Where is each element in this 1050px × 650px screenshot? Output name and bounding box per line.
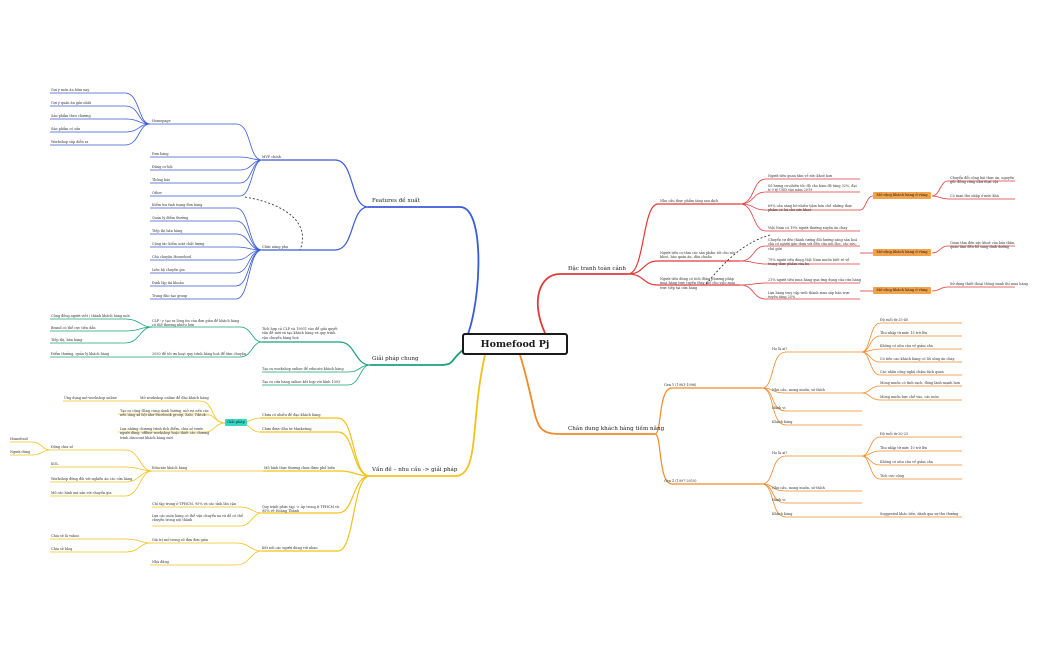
gen-y-item[interactable]: Độ tuổi từ 25-40 xyxy=(880,318,909,322)
price-item[interactable]: Chia sẻ là vahoo xyxy=(51,534,80,538)
homepage-item[interactable]: Workshop sắp diễn ra xyxy=(51,140,89,144)
brand-left[interactable]: Người dùng xyxy=(10,450,31,454)
gen-z-need[interactable]: Nhu cầu, mong muốn, sở thích xyxy=(772,486,825,490)
tag-market-3[interactable]: Mở rộng khách hàng ở vùng xyxy=(873,287,931,294)
solution-store[interactable]: Tạo ra cửa hàng online kết hợp với hình … xyxy=(262,380,341,384)
gen-y-customer[interactable]: Khách hàng xyxy=(772,420,793,424)
kenh-item[interactable]: Lựa hàng truy cập web thành mua sắp bán … xyxy=(768,291,850,300)
extra-item[interactable]: Định lập tài khoản xyxy=(152,281,184,285)
gen-z-who[interactable]: Họ là ai? xyxy=(772,451,788,455)
extra-item[interactable]: Kiểm tra tình trạng đơn hàng xyxy=(152,203,203,207)
gp-item-2[interactable]: Lựa những chương trình tích điểm, chia s… xyxy=(120,427,210,440)
extra-item[interactable]: Tiếp thị bán hàng xyxy=(152,229,183,233)
gen-z-item[interactable]: Thu nhập từ mức 10 trở lên xyxy=(880,446,928,450)
educate-right[interactable]: Mô hình thực thương chưa được phổ biến xyxy=(264,466,335,470)
branch-solution[interactable]: Giải pháp chung xyxy=(372,356,419,362)
kenh-item[interactable]: 21% người tiêu mua hàng qua ứng dụng của… xyxy=(768,278,861,282)
nc-item[interactable]: Việt Nam có 19% người thường xuyên ăn ch… xyxy=(768,226,848,230)
problem-need-2[interactable]: Chưa được đầu tư Marketing xyxy=(262,427,312,431)
tag2-right[interactable]: Quan tâm đến sức khoẻ của bản thân, quan… xyxy=(950,241,1016,250)
gen-y[interactable]: Gen Y (1981-1996) xyxy=(664,383,697,387)
kol-item[interactable]: KOL xyxy=(51,462,59,466)
solution-workshop[interactable]: Tạo ra workshop online để educate khách … xyxy=(262,367,344,371)
main-item[interactable]: Đơn hàng xyxy=(152,152,169,156)
homepage-item[interactable]: Gợi ý quán ăn gần nhất xyxy=(51,101,92,105)
extra-item[interactable]: Quản lý điểm thưởng xyxy=(152,216,189,220)
gen-y-need-item[interactable]: Mong muốn có tính sạch, đóng lành mạnh h… xyxy=(880,381,960,385)
kol-item[interactable]: Mô các hình mà sản vời chuyển gia xyxy=(51,491,112,495)
homepage-item[interactable]: Sản phẩm theo chương xyxy=(51,114,91,118)
gen-z-item[interactable]: Tích cực cộng xyxy=(880,474,904,478)
process-item[interactable]: Lựa các món hàng có thể vận chuyển xa và… xyxy=(152,514,244,523)
branch-features[interactable]: Features đề xuất xyxy=(372,198,420,204)
branch-problem[interactable]: Vấn đề – nhu cầu -> giải pháp xyxy=(372,467,458,473)
tag1-right[interactable]: Chuyển đổi cộng bài thực ăn, nguyên gốc … xyxy=(950,176,1015,185)
gen-y-who[interactable]: Họ là ai? xyxy=(772,347,788,351)
branch-persona[interactable]: Chân dung khách hàng tiềm năng xyxy=(568,426,665,432)
tag-market-1[interactable]: Mở rộng khách hàng ở vùng xyxy=(873,192,931,199)
main-item[interactable]: Other xyxy=(152,191,162,195)
gen-y-need[interactable]: Nhu cầu, mong muốn, sở thích xyxy=(772,388,825,392)
extra-item[interactable]: Liên hệ chuyên gia xyxy=(152,268,185,272)
node-price[interactable]: Giá trị mở trong số đơn đơn giản xyxy=(152,538,209,542)
nc-item[interactable]: 69% cần sáng hờ nhiều tiệm bán chế những… xyxy=(768,204,853,213)
tl-item[interactable]: 79% người tiêu dùng Việt Nam muốn biết r… xyxy=(768,258,850,267)
extra-item[interactable]: Câu chuyện Homefood xyxy=(152,255,192,259)
problem-need-1[interactable]: Chưa có nhiều đề đạo khách hàng xyxy=(262,413,321,417)
homepage-item[interactable]: Gợi ý món ăn hôm nay xyxy=(51,88,90,92)
solution-left-item[interactable]: Brand có thể cực tiền dẫn xyxy=(51,326,96,330)
node-kenh[interactable]: Người tiêu dùng có tích động phương pháp… xyxy=(660,277,735,290)
root-node[interactable]: Homefood Pj xyxy=(462,333,568,355)
tag-giai-phap[interactable]: Giải pháp xyxy=(225,419,247,426)
node-process[interactable]: Quy trình phức tạp -> Áp trong ít TPHCM … xyxy=(262,505,339,514)
gen-z-customer[interactable]: Khách hàng xyxy=(772,512,793,516)
solution-left-item[interactable]: Tiếp thị, bán hàng xyxy=(51,338,83,342)
tag-market-2[interactable]: Mở rộng khách hàng ở vùng xyxy=(873,249,931,256)
solution-summary[interactable]: Tích hợp cả CLP và 19931 vào để giải quy… xyxy=(262,327,338,340)
node-homepage[interactable]: Homepage xyxy=(152,119,171,123)
node-share[interactable]: Động chia sẻ xyxy=(51,445,74,449)
gen-y-item[interactable]: Các nhân công nghệ chậm tách quan xyxy=(880,370,944,374)
homepage-item[interactable]: Sản phẩm có sẵn xyxy=(51,127,81,131)
gen-z-behavior[interactable]: Hành vi xyxy=(772,498,786,502)
gen-z-item[interactable]: Độ tuổi từ 20-23 xyxy=(880,432,909,436)
nc-item[interactable]: Số lượng cư nhiên tốc độ cho hàm độ tăng… xyxy=(768,184,857,193)
tag3-right[interactable]: Sử dụng thiết thoại thông minh thỉ mua h… xyxy=(950,282,1028,286)
nc-item[interactable]: Người tiêu quan tâm về sức khoẻ hơn xyxy=(768,174,833,178)
brand-left[interactable]: Homefood xyxy=(10,437,28,441)
price-item[interactable]: Chia sẻ blog xyxy=(51,547,73,551)
node-tam-ly[interactable]: Người tiêu cơ tâm các sản phẩm tốt cho s… xyxy=(660,251,736,260)
solution-desc-1[interactable]: CLP -> tạo ra lòng tin của đơn giản để k… xyxy=(152,319,240,328)
node-ship[interactable]: Nhà đăng xyxy=(152,560,169,564)
gen-z-item[interactable]: Không có nhu cầu về giảm cân xyxy=(880,460,933,464)
node-extra[interactable]: Chức năng phụ xyxy=(262,245,289,249)
node-mvp-main[interactable]: MVP chính xyxy=(262,155,281,159)
process-item[interactable]: Chỉ tập trung ở TPHCM, 95% và các tỉnh l… xyxy=(152,502,236,506)
main-item[interactable]: Đăng cơ hội xyxy=(152,165,173,169)
node-nhu-cau[interactable]: Nhu cầu thực phẩm tăng sau dịch xyxy=(660,199,719,203)
gen-y-need-item[interactable]: Mong muốn bực chế vào, các món xyxy=(880,395,939,399)
node-educate[interactable]: Educate khách hàng xyxy=(152,466,188,470)
extra-item[interactable]: Cộng tác kiểm soát chất lượng xyxy=(152,242,205,246)
workshop-left[interactable]: Ứng dụng mở workshop online xyxy=(64,396,117,400)
extra-item[interactable]: Trang đào tạo group xyxy=(152,294,188,298)
gen-y-item[interactable]: Không có nhu cầu về giảm cân xyxy=(880,344,933,348)
node-reach[interactable]: Kết nối các người dùng với nhau xyxy=(262,546,318,550)
gen-y-behavior[interactable]: Hành vi xyxy=(772,406,786,410)
solution-left-item[interactable]: Cộng đồng người viết / thành khách hàng … xyxy=(51,314,130,318)
tl-item[interactable]: Chuyển tự đến thành tướng đồi hướng sáng… xyxy=(768,238,858,251)
workshop-right[interactable]: Mở workshop online để đào khách hàng xyxy=(140,396,209,400)
tag1-right[interactable]: Có tuan thu nhập ở mức khá xyxy=(950,194,999,198)
kol-item[interactable]: Workshop đứng đối với nghiên ăn các cửa … xyxy=(51,477,133,481)
branch-context[interactable]: Đặc tranh toàn cảnh xyxy=(568,266,627,272)
gen-z[interactable]: Gen Z (1997-2010) xyxy=(664,479,697,483)
gp-item-1[interactable]: Tạo ra cộng đồng cung danh hướng, mở rọi… xyxy=(120,409,209,418)
solution-left-item[interactable]: Điểm thưởng, quản lý khách hàng xyxy=(51,352,110,356)
gen-z-customer-right[interactable]: Suggested khác tiền, dành qua sự thu thư… xyxy=(880,512,959,516)
gen-y-item[interactable]: Thu nhập từ mức 15 trở lên xyxy=(880,331,928,335)
solution-desc-2[interactable]: 2050 để tối ưu hoạt quy trình bằng hoá đ… xyxy=(152,352,246,356)
main-item[interactable]: Thông báo xyxy=(152,178,171,182)
gen-y-item[interactable]: Có tiền cao khách hàng có lối sống ăn ch… xyxy=(880,357,955,361)
